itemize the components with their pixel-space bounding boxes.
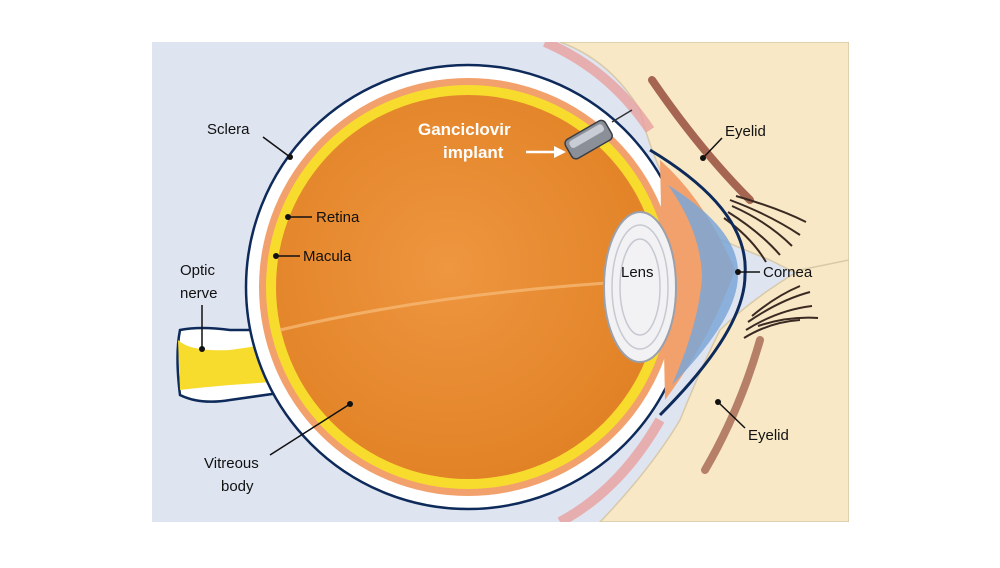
sclera-dot bbox=[287, 154, 293, 160]
eyelid-upper-leader bbox=[702, 137, 723, 159]
macula-dot bbox=[273, 253, 279, 259]
retina-label: Retina bbox=[316, 209, 360, 226]
sclera-label: Sclera bbox=[207, 121, 250, 138]
optic-nerve-label-line2: nerve bbox=[180, 285, 218, 302]
leader-lines bbox=[201, 136, 760, 456]
macula-label: Macula bbox=[303, 248, 352, 265]
vitreous-label-line2: body bbox=[221, 478, 254, 495]
optic-nerve-label-line1: Optic bbox=[180, 262, 216, 279]
eyelid-upper-fold bbox=[648, 76, 754, 204]
anterior-chamber bbox=[660, 160, 735, 400]
eyelid-lower-leader bbox=[717, 401, 746, 429]
implant-arrow-head bbox=[554, 146, 566, 158]
upper-eyelashes bbox=[723, 195, 807, 263]
cornea-label: Cornea bbox=[763, 264, 813, 281]
conjunctiva-bottom bbox=[557, 417, 665, 522]
lens-ring-2 bbox=[619, 238, 661, 336]
retina-dot bbox=[285, 214, 291, 220]
sclera-leader bbox=[262, 136, 291, 158]
lens-ring-1 bbox=[611, 224, 669, 350]
optic-nerve-dot bbox=[199, 346, 205, 352]
eyelid-lower-fold bbox=[701, 336, 764, 474]
implant-label-line1: Ganciclovir bbox=[418, 120, 511, 139]
implant-label-line2: implant bbox=[443, 143, 504, 162]
eyelid-upper-dot bbox=[700, 155, 706, 161]
leader-dots bbox=[199, 154, 741, 407]
eyelid-lower-dot bbox=[715, 399, 721, 405]
lens-shape bbox=[603, 211, 677, 363]
implant-suture bbox=[611, 109, 633, 123]
eyelid-lower-shape bbox=[598, 259, 849, 522]
cornea-dot bbox=[735, 269, 741, 275]
vitreous-label-line1: Vitreous bbox=[204, 455, 259, 472]
ganciclovir-implant bbox=[564, 119, 613, 160]
vitreous-body bbox=[276, 95, 660, 479]
cornea-shape bbox=[649, 148, 747, 417]
conjunctiva-top bbox=[543, 42, 655, 133]
cornea-fill bbox=[668, 185, 739, 385]
vitreous-leader bbox=[269, 403, 351, 456]
vitreous-dot bbox=[347, 401, 353, 407]
lower-eyelashes bbox=[743, 285, 819, 339]
eyelid-lower-label: Eyelid bbox=[748, 427, 789, 444]
lens-label: Lens bbox=[621, 264, 654, 281]
eyelid-upper-label: Eyelid bbox=[725, 123, 766, 140]
